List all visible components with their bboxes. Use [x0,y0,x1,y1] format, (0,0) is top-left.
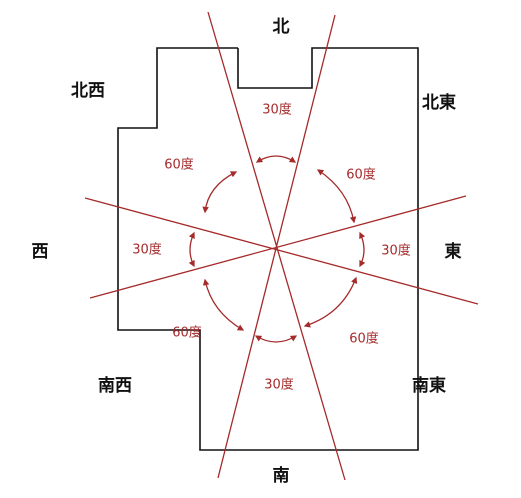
arc-southeast [303,276,358,328]
angle-label-east: 30度 [381,243,411,259]
arc-north [255,155,297,163]
sector-line-nne-ssw [217,14,336,479]
sector-line-wsw-ene [89,195,467,299]
arc-east [359,231,366,268]
angle-label-south: 30度 [264,377,294,393]
angle-label-southwest: 60度 [172,325,202,341]
sector-lines [84,11,479,481]
direction-label-northeast: 北東 [422,92,456,113]
direction-label-south: 南 [273,465,290,486]
arc-southwest [202,278,245,331]
direction-label-southwest: 南西 [98,375,132,396]
angle-label-northwest: 60度 [164,157,194,173]
direction-label-west: 西 [32,242,49,262]
direction-label-north: 北 [273,17,290,37]
floor-plan-outline [117,47,419,451]
angle-label-southeast: 60度 [349,331,379,347]
direction-label-east: 東 [445,241,462,262]
arc-northeast [316,169,357,224]
arc-west [188,231,195,268]
angle-label-north: 30度 [262,102,292,118]
direction-label-southeast: 南東 [412,375,446,396]
direction-label-northwest: 北西 [71,81,105,101]
sector-line-wnw-ese [84,197,479,305]
arc-south [254,335,298,343]
angle-label-west: 30度 [132,242,162,258]
angle-label-northeast: 60度 [346,167,376,183]
arc-northwest [202,171,238,214]
